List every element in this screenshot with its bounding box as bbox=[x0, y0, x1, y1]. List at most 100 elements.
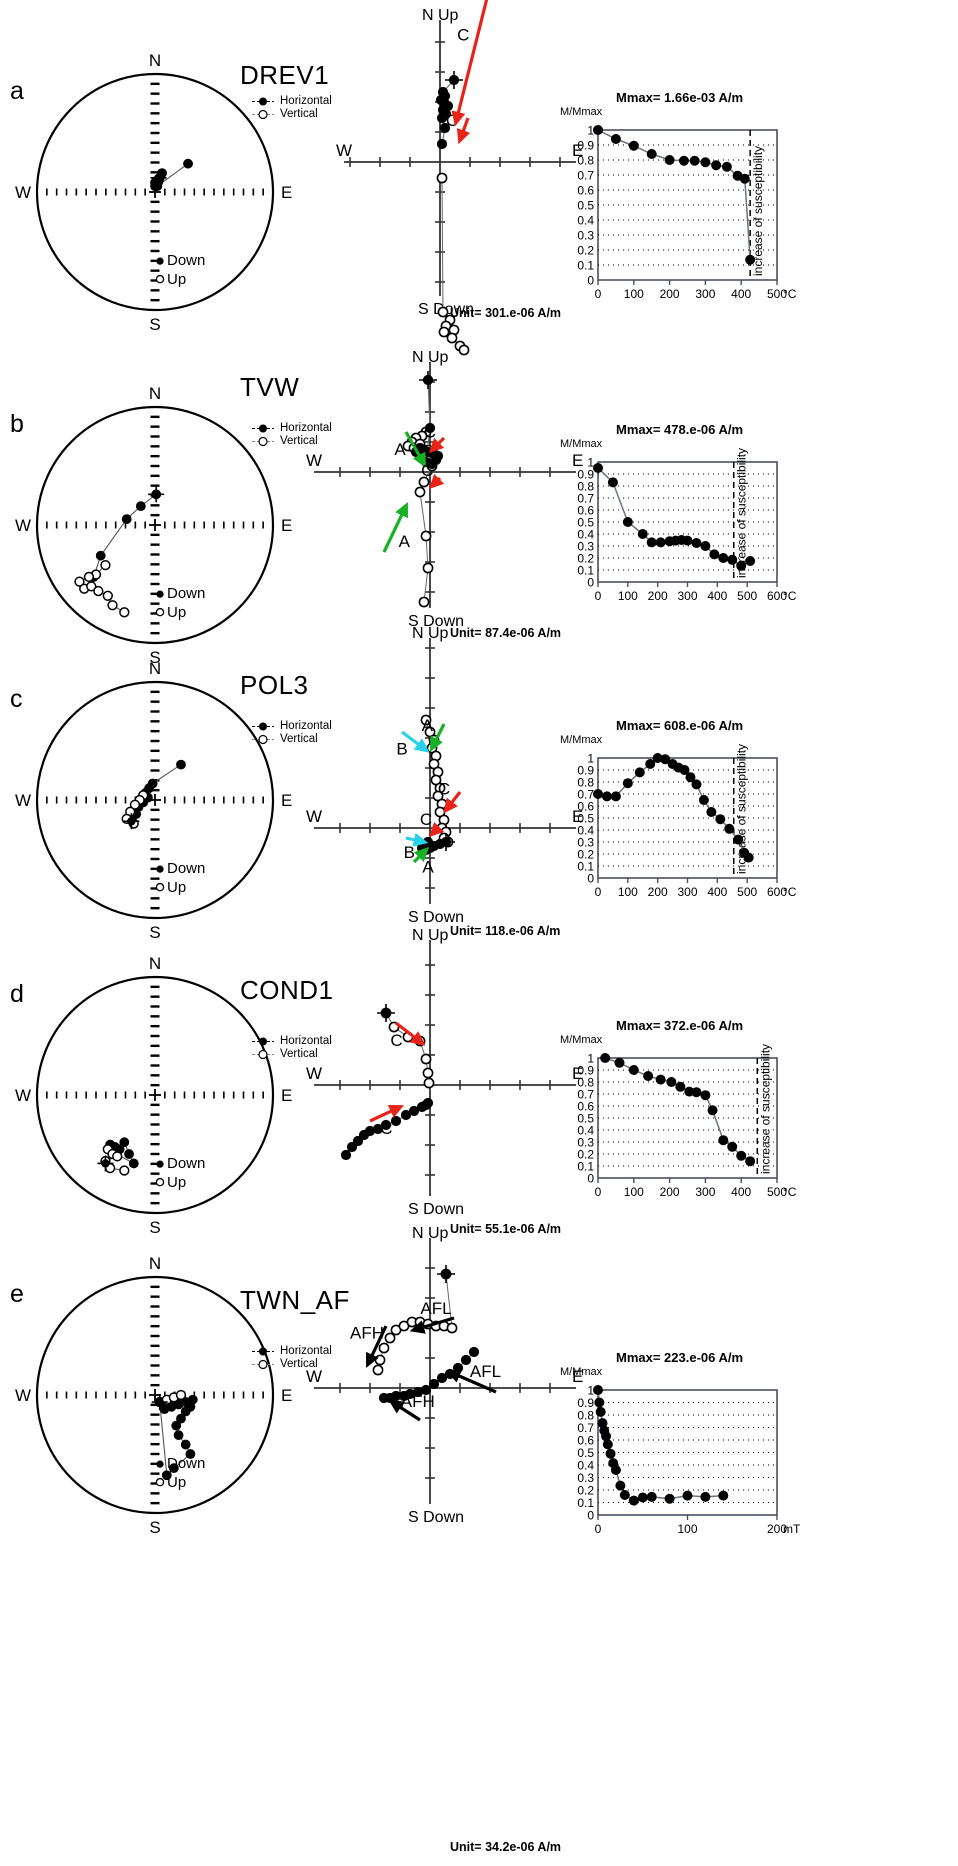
legend-horizontal-row: Horizontal bbox=[252, 95, 332, 108]
susceptibility-annotation-label: increase of susceptibility bbox=[735, 448, 749, 578]
demag-x-tick-label: 200 bbox=[660, 1185, 680, 1199]
legend-horizontal-row: Horizontal bbox=[252, 1035, 332, 1048]
stereonet-label-e: E bbox=[281, 1386, 292, 1405]
zij-label-s-down: S Down bbox=[408, 1509, 464, 1526]
stereonet-label-e: E bbox=[281, 183, 292, 202]
stereonet-point-down bbox=[168, 1463, 179, 1474]
legend-vertical-symbol bbox=[252, 1048, 278, 1061]
legend-vertical-symbol bbox=[252, 733, 278, 746]
demag-y-tick-label: 0.9 bbox=[577, 468, 594, 482]
demag-data-point bbox=[645, 759, 656, 769]
demag-data-point bbox=[711, 160, 722, 171]
stereonet-label-n: N bbox=[149, 954, 161, 973]
stereonet-label-n: N bbox=[149, 51, 161, 70]
demag-data-point bbox=[718, 553, 729, 563]
legend-horizontal-row: Horizontal bbox=[252, 422, 332, 435]
demag-data-point bbox=[724, 823, 735, 834]
zij-vertical-point bbox=[372, 1364, 384, 1376]
demag-y-tick-label: 0.8 bbox=[577, 154, 594, 168]
zij-arrow-label-AFL: AFL bbox=[420, 1299, 451, 1318]
legend-vertical-label: Vertical bbox=[280, 1358, 318, 1370]
stereonet-label-w: W bbox=[15, 791, 31, 810]
demag-data-point bbox=[593, 1385, 603, 1395]
zij-mean-star bbox=[437, 833, 455, 851]
zij-arrow-label-C: C bbox=[424, 422, 436, 441]
demag-data-point bbox=[601, 791, 612, 802]
legend-up-label: Up bbox=[167, 271, 186, 288]
legend-down-symbol bbox=[156, 865, 164, 873]
legend-down-label: Down bbox=[167, 585, 205, 602]
demag-data-point bbox=[646, 1491, 657, 1502]
demag-x-tick-label: 600 bbox=[767, 885, 787, 899]
zij-horizontal-point bbox=[428, 1378, 440, 1390]
stereonet-point-down bbox=[180, 1406, 191, 1417]
demag-y-axis-label-d: M/Mmax bbox=[560, 1034, 603, 1046]
demag-data-point bbox=[664, 1493, 675, 1504]
legend-up-symbol bbox=[155, 607, 165, 617]
demag-data-point bbox=[614, 1057, 625, 1068]
zij-label-s-down: S Down bbox=[408, 909, 464, 926]
demag-x-tick-label: 0 bbox=[595, 1185, 602, 1199]
stereonet-ticks bbox=[46, 985, 264, 1205]
demag-y-tick-label: 0 bbox=[587, 1172, 594, 1186]
legend-vertical-label: Vertical bbox=[280, 1048, 318, 1060]
stereonet-point-down bbox=[171, 1420, 182, 1431]
zij-label-w: W bbox=[306, 451, 322, 470]
zij-arrow-C bbox=[428, 436, 446, 454]
stereonet-label-w: W bbox=[15, 1086, 31, 1105]
sample-title-a: DREV1 bbox=[240, 60, 330, 90]
demag-data-point bbox=[607, 477, 618, 488]
mmax-label-d: Mmax= 372.e-06 A/m bbox=[616, 1018, 744, 1033]
sample-title-b: TVW bbox=[240, 372, 300, 402]
zij-vertical-point bbox=[374, 1354, 386, 1366]
legend-vertical-label: Vertical bbox=[280, 733, 318, 745]
zij-vertical-point bbox=[458, 344, 470, 356]
mmax-label-b: Mmax= 478.e-06 A/m bbox=[616, 422, 744, 437]
demag-x-tick-label: 0 bbox=[595, 287, 602, 301]
stereonet-point-up bbox=[93, 585, 104, 597]
legend-horizontal-row: Horizontal bbox=[252, 720, 332, 733]
zij-arrow-C bbox=[456, 117, 471, 145]
stereonet-point-up bbox=[112, 1151, 123, 1162]
demag-y-tick-label: 0.4 bbox=[577, 1459, 594, 1473]
demag-data-point bbox=[682, 535, 693, 546]
demag-data-point bbox=[602, 1439, 613, 1450]
demag-data-point bbox=[678, 155, 689, 166]
zij-vertical-point bbox=[437, 306, 449, 318]
stereonet-mean-star bbox=[123, 813, 140, 830]
demag-data-point bbox=[610, 791, 621, 802]
zij-vertical-point bbox=[446, 1322, 458, 1334]
demag-gridlines bbox=[598, 1069, 777, 1167]
zij-arrow-AFH bbox=[366, 1325, 388, 1369]
demag-data-point bbox=[655, 537, 666, 548]
demag-y-tick-label: 0.8 bbox=[577, 1076, 594, 1090]
zij-mean-star bbox=[445, 71, 463, 89]
zij-label-s-down: S Down bbox=[408, 1201, 464, 1218]
legend-horizontal-row: Horizontal bbox=[252, 1345, 332, 1358]
zij-arrow-B bbox=[405, 832, 429, 847]
demag-data-point bbox=[689, 155, 700, 166]
zij-mean-star bbox=[377, 1004, 395, 1022]
demag-y-tick-label: 0.3 bbox=[577, 540, 594, 554]
stereonet-point-up bbox=[102, 590, 113, 601]
stereonet-ticks bbox=[46, 415, 264, 635]
legend-horizontal-symbol bbox=[252, 720, 278, 733]
demag-data-point bbox=[615, 1480, 626, 1491]
legend-horizontal-symbol bbox=[252, 1345, 278, 1358]
demag-y-tick-label: 0.9 bbox=[577, 139, 594, 153]
stereonet-ticks bbox=[46, 82, 264, 302]
demag-data-point bbox=[646, 149, 657, 159]
legend-horizontal-symbol bbox=[252, 1035, 278, 1048]
demag-data-point bbox=[619, 1490, 630, 1500]
legend-down-symbol bbox=[156, 590, 164, 598]
legend-up-symbol bbox=[155, 1477, 165, 1487]
demag-y-tick-label: 0.1 bbox=[577, 259, 594, 273]
legend-down-label: Down bbox=[167, 1155, 205, 1172]
stereonet-point-up bbox=[107, 600, 118, 611]
demag-x-tick-label: 300 bbox=[677, 589, 697, 603]
